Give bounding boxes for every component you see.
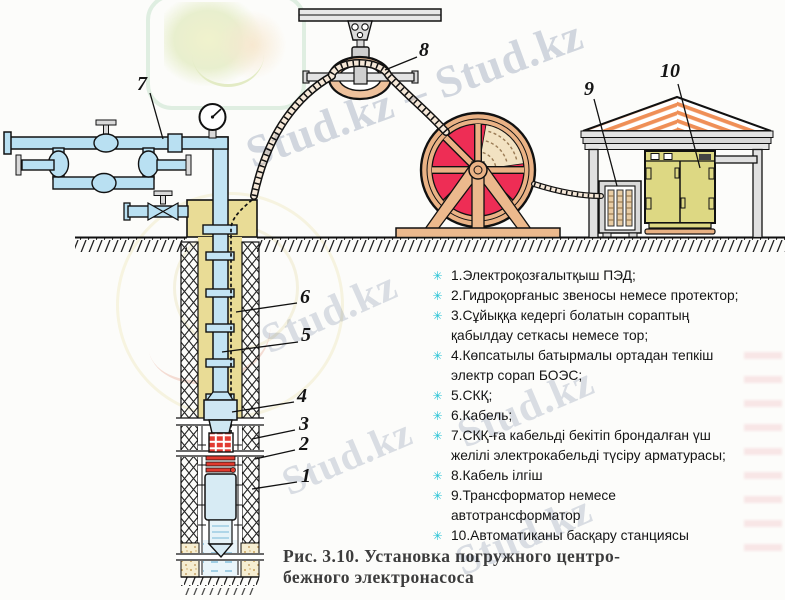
centrifugal-pump	[203, 399, 238, 421]
figure-caption: Рис. 3.10. Установка погружного центро- …	[283, 546, 620, 588]
loop-valve	[91, 172, 117, 194]
side-valve-left	[15, 154, 55, 176]
reel-base	[395, 227, 561, 239]
figure-callouts: 7 8 9 10 6 5 4 3 2 1	[137, 39, 701, 490]
legend-bullet-icon: ✳	[432, 309, 443, 323]
caption-line-2: бежного электронасоса	[283, 567, 475, 587]
side-valve-right	[156, 154, 192, 176]
control-station-cabinet	[644, 150, 758, 235]
figure-label-10: 10	[660, 60, 680, 82]
legend-bullet-icon: ✳	[432, 489, 443, 503]
figure-label-3: 3	[298, 413, 309, 435]
figure-label-5: 5	[301, 324, 311, 346]
legend-item-text: 2.Гидроқорғаныс звеносы немесе протектор…	[451, 288, 739, 303]
legend-item: ✳ 9.Трансформатор немесе автотрансформато…	[430, 486, 780, 526]
borehole-wall-right	[241, 241, 260, 544]
legend-bullet-icon: ✳	[432, 389, 443, 403]
legend-item-text: 3.Сұйыққа кедергі болатын сораптың қабыл…	[451, 308, 690, 343]
tubing-string	[212, 136, 229, 419]
wellhead-flange	[202, 224, 238, 235]
legend-bullet-icon: ✳	[432, 349, 443, 363]
legend-bullet-icon: ✳	[432, 429, 443, 443]
legend-item: ✳ 5.СКҚ;	[430, 386, 780, 406]
legend-item-text: 10.Автоматиканы басқару станциясы	[451, 528, 689, 543]
shelter	[580, 95, 774, 239]
legend-bullet-icon: ✳	[432, 269, 443, 283]
legend-item-text: 9.Трансформатор немесе автотрансформатор	[451, 488, 616, 523]
pump-unit	[203, 391, 238, 559]
legend-item: ✳ 1.Электроқозғалытқыш ПЭД;	[430, 266, 780, 286]
legend-item-text: 5.СКҚ;	[451, 388, 493, 403]
figure-label-7: 7	[137, 73, 148, 95]
figure-label-9: 9	[584, 78, 594, 100]
figure-label-1: 1	[301, 465, 311, 487]
wound-cable-sector	[477, 124, 524, 171]
legend-item-text: 6.Кабель;	[451, 408, 513, 423]
legend-bullet-icon: ✳	[432, 409, 443, 423]
legend-item: ✳ 3.Сұйыққа кедергі болатын сораптың қабы…	[430, 306, 780, 346]
cable-reel	[395, 111, 561, 239]
legend-bullet-icon: ✳	[432, 289, 443, 303]
figure-label-2: 2	[298, 433, 309, 455]
wellhead-valve	[123, 190, 189, 222]
figure-label-4: 4	[296, 385, 307, 407]
figure-label-8: 8	[419, 39, 429, 61]
pipe-manifold	[3, 103, 229, 222]
well	[176, 136, 264, 595]
legend-item-text: 4.Көпсатылы батырмалы ортадан тепкіш эле…	[451, 348, 714, 383]
legend-bullet-icon: ✳	[432, 529, 443, 543]
cable-to-transformer	[531, 181, 604, 199]
legend-bullet-icon: ✳	[432, 469, 443, 483]
pressure-gauge	[198, 103, 227, 139]
legend-item: ✳ 8.Кабель ілгіш	[430, 466, 780, 486]
legend-item: ✳ 10.Автоматиканы басқару станциясы	[430, 526, 780, 546]
legend-item-text: 7.СКҚ-ға кабельді бекітіп брондалған үш …	[451, 428, 726, 463]
feeder-bar	[714, 155, 758, 164]
legend-item: ✳ 2.Гидроқорғаныс звеносы немесе протекто…	[430, 286, 780, 306]
legend-item-text: 8.Кабель ілгіш	[451, 468, 543, 483]
electric-motor	[204, 473, 237, 521]
legend: ✳ 1.Электроқозғалытқыш ПЭД; ✳ 2.Гидроқорға…	[430, 266, 780, 546]
suspension-cable	[250, 59, 450, 200]
shelter-post-right	[752, 148, 763, 239]
borehole-wall-left	[180, 241, 199, 544]
intake-screen	[208, 432, 234, 453]
legend-item-text: 1.Электроқозғалытқыш ПЭД;	[451, 268, 636, 283]
ground	[75, 236, 785, 252]
legend-item: ✳ 7.СКҚ-ға кабельді бекітіп брондалған үш…	[430, 426, 780, 466]
gate-valve-top	[93, 119, 119, 153]
legend-item: ✳ 6.Кабель;	[430, 406, 780, 426]
legend-item: ✳ 4.Көпсатылы батырмалы ортадан тепкіш эл…	[430, 346, 780, 386]
faint-logo-watermark	[146, 0, 306, 110]
caption-line-1: Рис. 3.10. Установка погружного центро-	[283, 546, 621, 566]
transformer	[598, 180, 642, 238]
faint-margin-marks	[744, 352, 782, 566]
figure-label-6: 6	[300, 286, 310, 308]
